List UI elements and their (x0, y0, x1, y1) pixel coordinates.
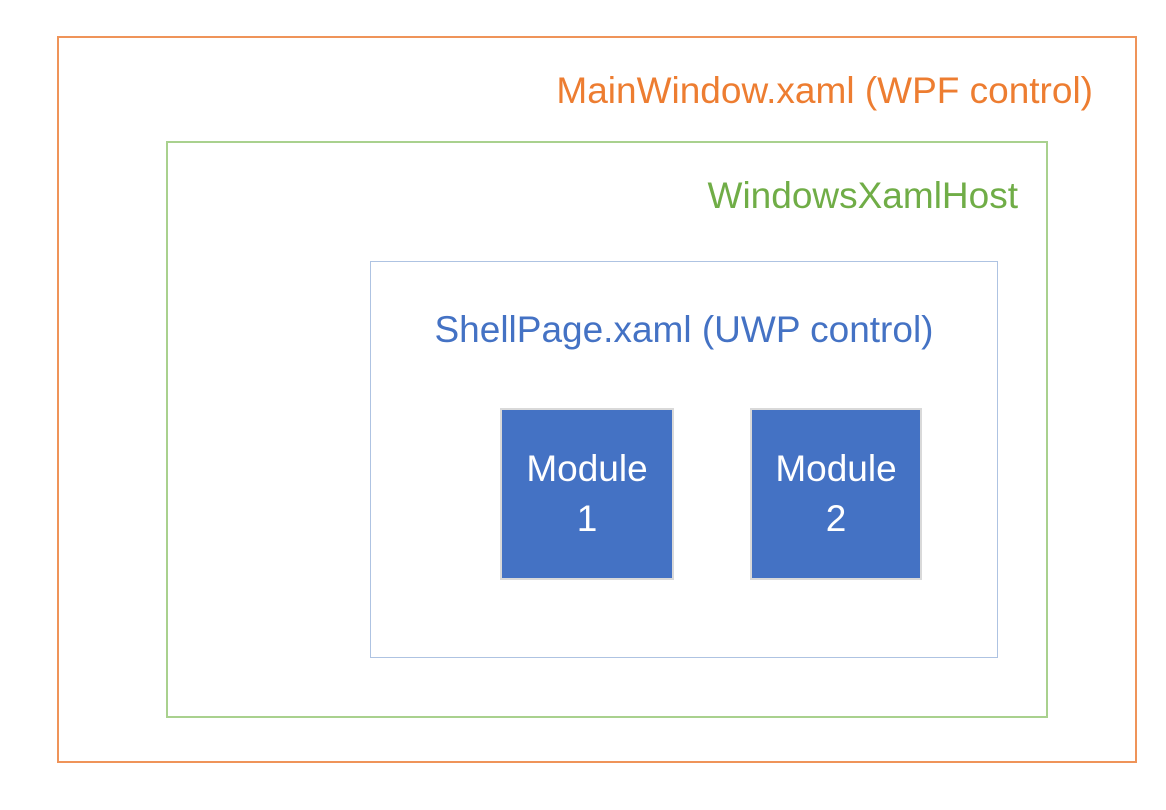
module-1-number: 1 (576, 498, 598, 539)
shellpage-uwp-box (370, 261, 998, 658)
mainwindow-wpf-label: MainWindow.xaml (WPF control) (556, 70, 1093, 111)
module-2-name: Module (775, 448, 897, 489)
module-2-box: Module 2 (750, 408, 922, 580)
mainwindow-wpf-box (57, 36, 1137, 763)
shellpage-uwp-label: ShellPage.xaml (UWP control) (434, 309, 934, 350)
module-1-box: Module 1 (500, 408, 674, 580)
windowsxamlhost-label: WindowsXamlHost (707, 175, 1018, 216)
module-2-number: 2 (825, 498, 847, 539)
module-1-name: Module (526, 448, 648, 489)
windowsxamlhost-box (166, 141, 1048, 718)
